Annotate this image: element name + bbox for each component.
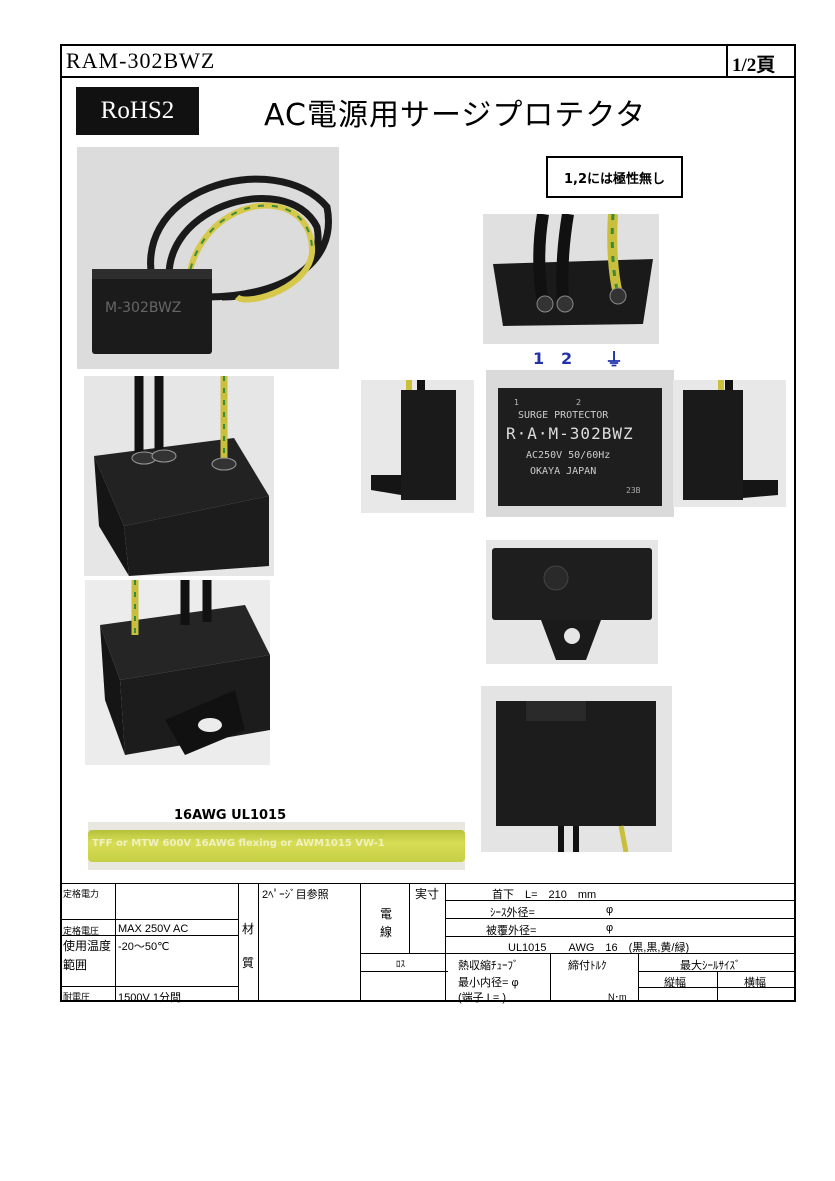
rated-power-label: 定格電力 — [63, 889, 100, 899]
product-photo-side-left — [361, 380, 474, 513]
temp-label-line1: 使用温度 — [63, 939, 112, 953]
material-label-line2: 質 — [242, 956, 255, 970]
wire-spec-label: 16AWG UL1015 — [174, 808, 287, 823]
seal-height-label: 縦幅 — [664, 977, 686, 989]
rated-voltage-value: MAX 250V AC — [118, 923, 189, 935]
loss-label: ﾛｽ — [396, 959, 406, 969]
length-row: 首下 L= 210 mm — [492, 889, 597, 901]
seal-size-label: 最大ｼｰﾙｻｲｽﾞ — [680, 960, 741, 972]
rated-voltage-label: 定格電圧 — [63, 926, 100, 936]
wire-print-text: TFF or MTW 600V 16AWG flexing or AWM1015… — [92, 838, 385, 849]
actual-size-label: 実寸 — [415, 887, 440, 901]
marking-line-4: OKAYA JAPAN — [530, 466, 597, 477]
marking-line-3: AC250V 50/60Hz — [526, 450, 611, 461]
svg-text:M-302BWZ: M-302BWZ — [105, 300, 181, 316]
marking-code: 23B — [626, 486, 641, 495]
heat-shrink-label: 熱収縮ﾁｭｰﾌﾞ — [458, 960, 519, 972]
product-photo-back-flange — [486, 540, 658, 664]
spec-table: 定格電力 定格電圧 MAX 250V AC 使用温度 範囲 -20～50℃ 耐電… — [60, 883, 796, 1004]
wire-label-line2: 線 — [380, 925, 393, 939]
product-photo-top-closeup — [483, 214, 659, 344]
header-divider — [60, 76, 796, 78]
product-photo-bottom — [481, 686, 672, 852]
material-label-line1: 材 — [242, 922, 255, 936]
wire-spec-row: UL1015 AWG 16 (黒,黒,黄/緑) — [508, 942, 690, 954]
coating-label: 被覆外径= — [486, 925, 537, 937]
temp-value: -20～50℃ — [118, 941, 170, 953]
marking-line-1: SURGE PROTECTOR — [518, 410, 609, 421]
coating-unit: φ — [606, 922, 614, 934]
product-photo-front-marking: 1 2 SURGE PROTECTOR R·A·M-302BWZ AC250V … — [486, 370, 674, 517]
torque-unit: N･m — [608, 992, 627, 1002]
product-photo-side-right — [673, 380, 786, 507]
seal-width-label: 横幅 — [744, 977, 766, 989]
sheath-unit: φ — [606, 904, 614, 916]
header-column-divider — [726, 44, 728, 77]
ground-symbol-icon: ⏚ — [605, 350, 623, 371]
withstand-value: 1500V 1分間 — [118, 992, 181, 1004]
wire-label-line1: 電 — [380, 907, 393, 921]
sheath-label: ｼｰｽ外径= — [490, 907, 535, 919]
withstand-label: 耐電圧 — [63, 992, 91, 1002]
wire-photo: TFF or MTW 600V 16AWG flexing or AWM1015… — [88, 822, 465, 870]
torque-label: 締付ﾄﾙｸ — [568, 960, 607, 972]
page-frame — [60, 44, 796, 1002]
product-photo-wire-loops: M-302BWZ — [77, 147, 339, 369]
material-value: 2ﾍﾟｰｼﾞ目参照 — [262, 889, 329, 901]
marking-number-2: 2 — [576, 398, 582, 407]
marking-number-1: 1 — [514, 398, 520, 407]
marking-line-2: R·A·M-302BWZ — [506, 424, 634, 443]
pin-label-1: 1 — [533, 349, 545, 368]
min-inner-diameter: 最小内径= φ — [458, 977, 519, 989]
temp-label-line2: 範囲 — [63, 958, 88, 972]
product-photo-flange — [85, 580, 270, 765]
document-title: AC電源用サージプロテクタ — [264, 98, 647, 133]
pin-label-2: 2 — [561, 349, 573, 368]
model-number: RAM-302BWZ — [66, 48, 216, 73]
page-number: 1/2頁 — [732, 55, 776, 76]
product-photo-angled — [84, 376, 274, 576]
polarity-note: 1,2には極性無し — [546, 156, 683, 198]
terminal-length: (端子 L= ) — [458, 992, 506, 1004]
rohs-badge: RoHS2 — [76, 87, 199, 135]
